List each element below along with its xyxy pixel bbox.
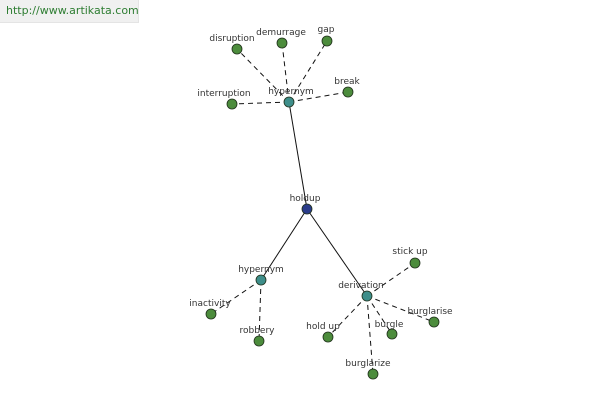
node-label: burglarise (407, 307, 453, 317)
node-label: interruption (197, 89, 250, 99)
node-label: holdup (290, 194, 321, 204)
edge-hyp1-l5 (231, 101, 290, 105)
edge-root-der (306, 208, 368, 297)
edge-der-l10 (366, 295, 393, 335)
node-dot[interactable] (276, 37, 288, 49)
site-link[interactable]: http://www.artikata.com (6, 4, 139, 17)
node-relation[interactable]: derivation (338, 281, 384, 302)
node-leaf[interactable]: stick up (392, 247, 428, 269)
edge-hyp1-l4 (288, 91, 349, 103)
node-leaf[interactable]: break (334, 77, 361, 98)
node-label: hypernym (268, 87, 314, 97)
edge-der-l8 (366, 262, 416, 297)
node-dot[interactable] (322, 331, 334, 343)
node-label: burgle (375, 320, 404, 330)
edge-der-l12 (366, 295, 374, 375)
node-label: break (334, 77, 360, 87)
edge-der-l9 (327, 295, 368, 338)
edge-hyp1-l2 (281, 42, 290, 103)
node-label: derivation (338, 281, 384, 291)
node-leaf[interactable]: disruption (209, 34, 255, 55)
node-leaf[interactable]: robbery (240, 326, 276, 347)
node-relation[interactable]: hypernym (238, 265, 284, 286)
site-header: http://www.artikata.com (0, 0, 139, 23)
edge-der-l11 (366, 295, 435, 323)
edge-hyp1-l3 (288, 40, 328, 103)
node-label: demurrage (256, 28, 306, 38)
edge-root-hyp1 (288, 101, 308, 210)
node-dot[interactable] (367, 368, 379, 380)
node-label: stick up (392, 247, 427, 257)
node-root[interactable]: holdup (290, 194, 321, 215)
node-label: burglarize (345, 359, 391, 369)
node-dot[interactable] (361, 290, 373, 302)
node-dot[interactable] (255, 274, 267, 286)
node-leaf[interactable]: inactivity (189, 299, 231, 320)
node-dot[interactable] (231, 43, 243, 55)
node-label: gap (318, 25, 335, 35)
node-label: inactivity (189, 299, 231, 309)
node-dot[interactable] (253, 335, 265, 347)
node-dot[interactable] (205, 308, 217, 320)
edge-root-hyp2 (260, 208, 308, 281)
node-leaf[interactable]: burglarize (345, 359, 391, 380)
graph-nodes: holdup hypernym hypernym derivation disrupti… (189, 25, 453, 380)
node-dot[interactable] (226, 98, 238, 110)
node-label: disruption (209, 34, 254, 44)
node-dot[interactable] (342, 86, 354, 98)
node-dot[interactable] (283, 96, 295, 108)
node-dot[interactable] (386, 328, 398, 340)
node-dot[interactable] (301, 203, 313, 215)
node-label: robbery (240, 326, 276, 336)
edge-hyp2-l6 (210, 279, 262, 315)
graph-edges (210, 40, 435, 375)
node-dot[interactable] (321, 35, 333, 47)
node-label: hold up (306, 322, 340, 332)
edge-hyp1-l1 (236, 48, 290, 103)
node-leaf[interactable]: burglarise (407, 307, 453, 328)
node-dot[interactable] (409, 257, 421, 269)
node-leaf[interactable]: gap (318, 25, 335, 47)
node-dot[interactable] (428, 316, 440, 328)
node-leaf[interactable]: interruption (197, 89, 251, 110)
node-leaf[interactable]: demurrage (256, 28, 306, 49)
node-label: hypernym (238, 265, 284, 275)
node-leaf[interactable]: burgle (375, 320, 404, 340)
node-relation[interactable]: hypernym (268, 87, 314, 108)
node-leaf[interactable]: hold up (306, 322, 340, 343)
edge-hyp2-l7 (258, 279, 262, 342)
